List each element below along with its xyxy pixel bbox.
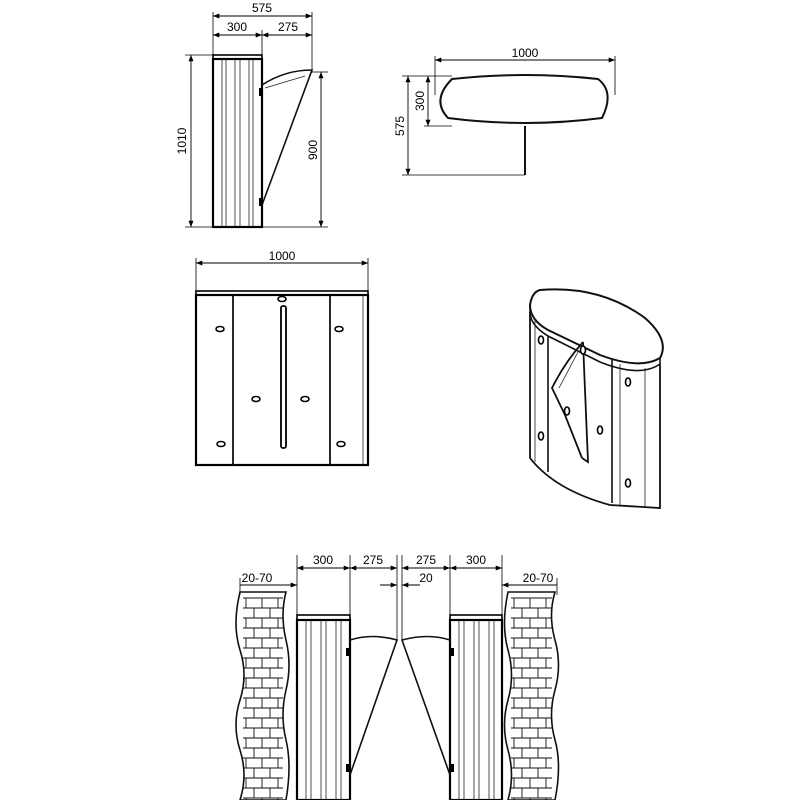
isometric-view [528,288,664,509]
side-width-total-label: 575 [252,1,272,15]
install-wing-gap-label: 20 [419,571,433,585]
top-length-label: 1000 [512,46,539,60]
side-height-total-label: 1010 [175,127,189,154]
install-wall-gap-left-label: 20-70 [242,571,273,585]
install-wing-left-label: 275 [363,553,383,567]
side-width-body-label: 300 [227,20,247,34]
side-width-wing-label: 275 [278,20,298,34]
front-view: 1000 [194,249,370,467]
right-turnstile-unit [400,614,504,800]
top-depth-total-label: 575 [393,116,407,136]
top-view: 1000 300 575 [393,46,616,176]
right-brick-wall [503,591,560,800]
install-body-right-label: 300 [466,553,486,567]
install-wall-gap-right-label: 20-70 [523,571,554,585]
front-width-label: 1000 [269,249,296,263]
install-body-left-label: 300 [313,553,333,567]
left-turnstile-unit [295,614,399,800]
side-height-wing-label: 900 [306,140,320,160]
installation-view: 300 275 275 300 20 20-70 20-70 [235,553,560,800]
install-wing-right-label: 275 [416,553,436,567]
left-brick-wall [235,591,290,800]
top-depth-label: 300 [413,91,427,111]
side-view: 575 300 275 1010 900 [175,1,328,229]
